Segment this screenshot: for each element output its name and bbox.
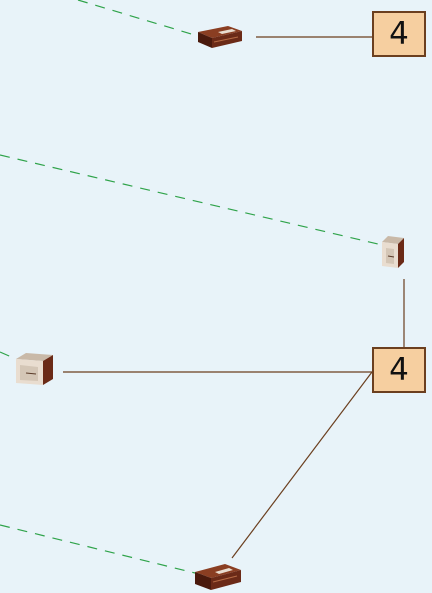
callout-label-bottom: 4: [372, 347, 426, 393]
callout-label-top: 4: [372, 11, 426, 57]
connector-block-icon-top: [198, 26, 242, 48]
connector-block-icon-middle-left: [16, 353, 53, 385]
dashed-guide-lines: [0, 0, 383, 574]
leader-line-bottom: [231, 371, 373, 559]
guide-line-bottom: [0, 524, 196, 574]
leader-lines: [63, 36, 405, 559]
guide-line-upper-right: [0, 154, 383, 246]
connector-block-icon-upper-right: [382, 236, 404, 268]
guide-line-middle-left: [0, 351, 17, 360]
connector-block-icon-bottom: [195, 564, 241, 590]
guide-line-top: [77, 0, 199, 37]
